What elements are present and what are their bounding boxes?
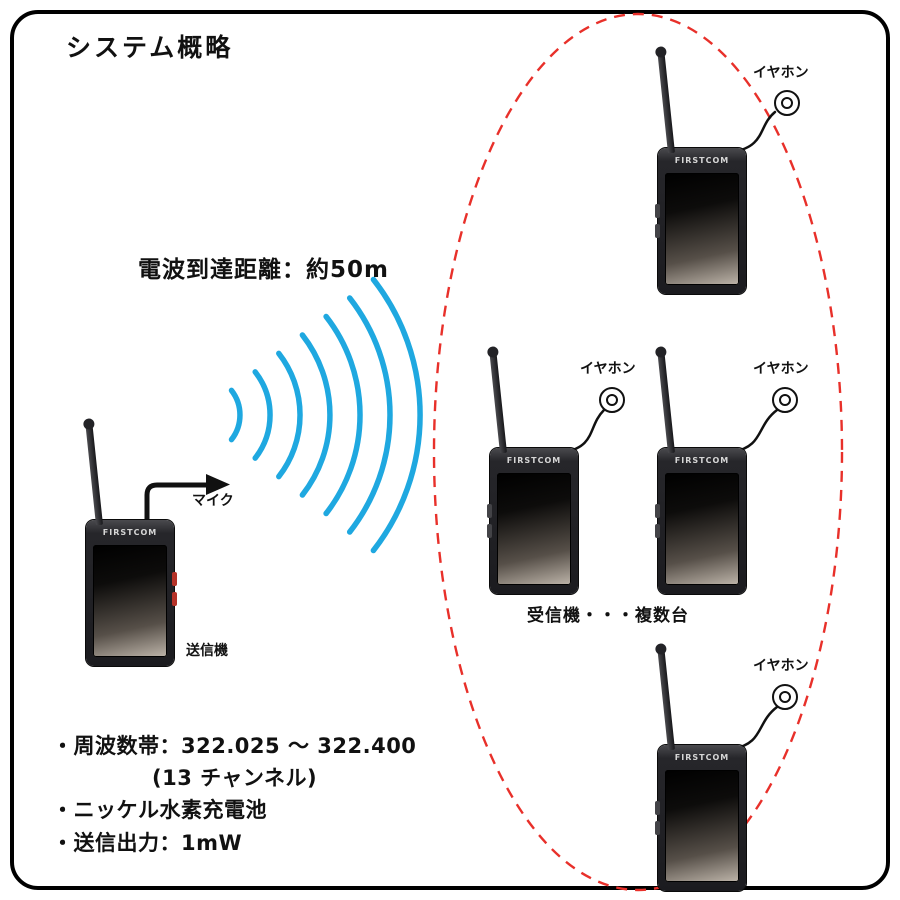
earphone-inner	[779, 394, 791, 406]
side-button	[655, 224, 660, 238]
radio-wave-arc	[346, 295, 393, 535]
spec-output-power: ・送信出力：1mW	[52, 831, 243, 855]
side-button	[172, 592, 177, 606]
side-button	[655, 524, 660, 538]
transmitter-device: FIRSTCOM	[85, 423, 177, 666]
earphone-outer	[774, 90, 800, 116]
earphone-inner	[779, 691, 791, 703]
coverage-ellipse	[432, 12, 844, 892]
earphone-inner	[781, 97, 793, 109]
device-screen	[497, 473, 571, 585]
earphone-cable	[563, 408, 606, 454]
side-button	[655, 204, 660, 218]
range-label: 電波到達距離：約50m	[138, 257, 389, 283]
earphone-inner	[606, 394, 618, 406]
earphone-cable	[731, 110, 777, 154]
earphone-cable	[731, 408, 779, 454]
side-button	[172, 572, 177, 586]
side-button	[655, 504, 660, 518]
receivers-label: 受信機・・・複数台	[527, 606, 689, 626]
earphone-icon	[772, 387, 798, 413]
earphone-icon	[599, 387, 625, 413]
receiver-device-mid-left: FIRSTCOM	[487, 351, 578, 594]
border-frame	[10, 10, 890, 890]
spec-frequency-band: ・周波数帯：322.025 ～ 322.400	[52, 734, 417, 758]
earphone-label: イヤホン	[753, 65, 809, 81]
device-screen	[665, 173, 739, 285]
radio-wave-arc	[299, 332, 333, 498]
radio-wave-arc	[323, 313, 363, 517]
radio-wave-arc	[228, 387, 243, 443]
side-button	[487, 504, 492, 518]
earphone-outer	[599, 387, 625, 413]
receiver-device-top: FIRSTCOM	[655, 51, 746, 294]
transmitter-label: 送信機	[186, 643, 228, 659]
brand-label: FIRSTCOM	[506, 456, 562, 465]
earphone-label: イヤホン	[580, 361, 636, 377]
earphone-cable	[731, 705, 779, 751]
device-screen	[665, 473, 739, 585]
device-screen	[665, 770, 739, 882]
spec-battery: ・ニッケル水素充電池	[52, 798, 267, 822]
receiver-device-mid-right: FIRSTCOM	[655, 351, 746, 594]
receiver-device-bottom: FIRSTCOM	[655, 648, 746, 891]
device-screen	[93, 545, 167, 657]
radio-wave-arcs	[228, 276, 423, 554]
earphone-label: イヤホン	[753, 658, 809, 674]
brand-label: FIRSTCOM	[102, 528, 158, 537]
mic-arrowhead	[206, 474, 230, 495]
mic-arrow	[144, 474, 230, 519]
side-button	[487, 524, 492, 538]
brand-label: FIRSTCOM	[674, 156, 730, 165]
brand-label: FIRSTCOM	[674, 753, 730, 762]
earphone-icon	[772, 684, 798, 710]
earphone-label: イヤホン	[753, 361, 809, 377]
radio-wave-arc	[252, 369, 273, 461]
radio-wave-arc	[370, 276, 423, 554]
brand-label: FIRSTCOM	[674, 456, 730, 465]
earphone-outer	[772, 684, 798, 710]
side-button	[655, 801, 660, 815]
radio-wave-arc	[276, 350, 303, 480]
page-title: システム概略	[66, 33, 234, 62]
earphone-icon	[774, 90, 800, 116]
spec-channels: (13 チャンネル)	[152, 766, 318, 790]
mic-label: マイク	[192, 493, 234, 509]
side-button	[655, 821, 660, 835]
